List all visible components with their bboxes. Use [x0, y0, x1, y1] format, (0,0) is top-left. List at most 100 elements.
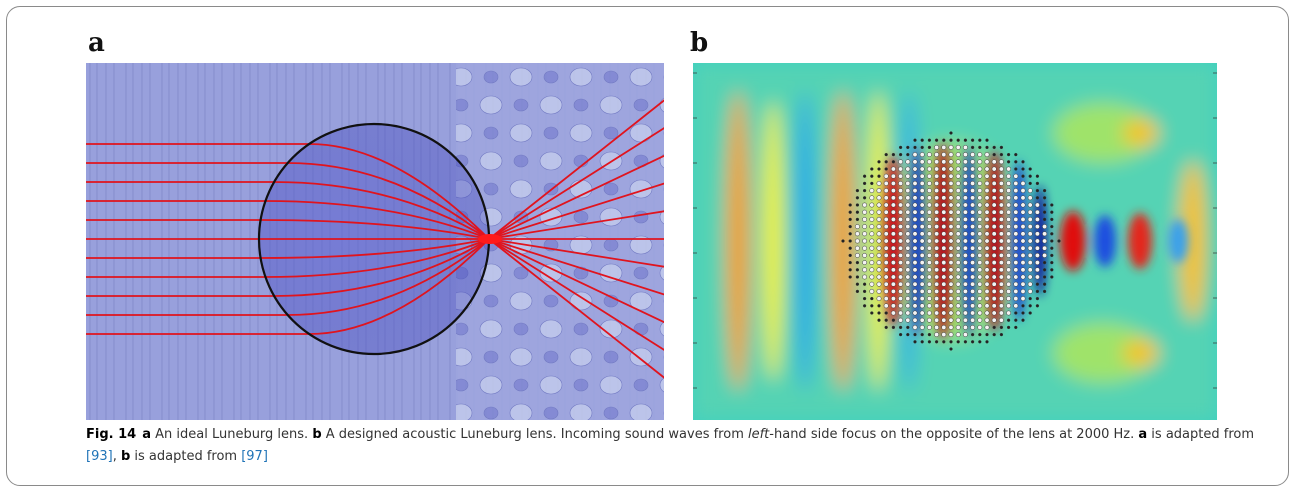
reference-link-97[interactable]: [97] [241, 449, 268, 464]
scatterer-dot [998, 281, 1004, 287]
scatterer-dot [962, 195, 968, 201]
scatterer-dot [941, 188, 947, 194]
scatterer-dot [890, 195, 896, 201]
scatterer-dot [883, 195, 889, 201]
scatterer-dot [970, 324, 976, 330]
scatterer-dot [949, 131, 953, 135]
scatterer-dot [848, 239, 852, 243]
scatterer-dot [883, 252, 889, 258]
scatterer-dot [876, 188, 882, 194]
scatterer-dot [905, 238, 911, 244]
scatterer-dot [905, 296, 911, 302]
scatterer-dot [1013, 224, 1019, 230]
scatterer-dot [920, 145, 924, 150]
scatterer-dot [912, 296, 918, 302]
scatterer-dot [955, 288, 961, 294]
scatterer-dot [862, 209, 868, 215]
scatterer-dot [991, 317, 997, 323]
caption-panel-a-ref: a [142, 427, 151, 442]
scatterer-dot [919, 260, 925, 266]
ray-path [86, 238, 490, 316]
scatterer-dot [905, 216, 911, 222]
scatterer-dot [942, 138, 946, 142]
scatterer-dot [906, 332, 910, 337]
scatterer-dot [869, 281, 875, 287]
scatterer-dot [941, 252, 947, 258]
scatterer-dot [1006, 160, 1011, 164]
scatterer-dot [1013, 288, 1019, 294]
scatterer-dot [905, 245, 911, 251]
scatterer-dot [1050, 253, 1054, 258]
scatterer-dot [1027, 202, 1033, 208]
scatterer-dot [955, 202, 961, 208]
scatterer-dot [855, 282, 860, 286]
scatterer-dot [1027, 274, 1033, 280]
ray-path [488, 210, 664, 240]
scatterer-dot [1006, 202, 1012, 208]
scatterer-dot [876, 274, 882, 280]
scatterer-dot [998, 188, 1004, 194]
scatterer-dot [869, 260, 875, 266]
scatterer-dot [1013, 281, 1019, 287]
scatterer-dot [948, 180, 954, 186]
scatterer-dot [1027, 209, 1033, 215]
scatterer-dot [869, 288, 875, 294]
scatterer-dot [948, 224, 954, 230]
scatterer-dot [970, 216, 976, 222]
scatterer-dot [962, 216, 968, 222]
scatterer-dot [1042, 238, 1048, 244]
scatterer-dot [919, 231, 925, 237]
scatterer-dot [1013, 238, 1019, 244]
scatterer-dot [984, 245, 990, 251]
scatterer-dot [934, 173, 940, 179]
scatterer-dot [1042, 260, 1047, 265]
scatterer-dot [890, 166, 896, 172]
scatterer-dot [941, 310, 947, 316]
scatterer-dot [876, 267, 882, 273]
scatterer-dot [948, 288, 954, 294]
scatterer-dot [977, 224, 983, 230]
scatterer-dot [1027, 188, 1033, 194]
scatterer-dot [919, 267, 925, 273]
scatterer-dot [1042, 203, 1047, 207]
scatterer-dot [985, 340, 989, 344]
scatterer-dot [1013, 274, 1019, 280]
scatterer-dot [998, 202, 1004, 208]
scatterer-dot [926, 260, 932, 266]
scatterer-dot [934, 267, 940, 273]
scatterer-dot [854, 238, 860, 244]
scatterer-dot [977, 281, 983, 287]
scatterer-dot [1027, 252, 1033, 258]
scatterer-dot [984, 202, 990, 208]
caption-panel-b-ref: b [312, 427, 322, 442]
scatterer-dot [934, 324, 940, 330]
scatterer-dot [905, 310, 911, 316]
scatterer-dot [1028, 167, 1032, 171]
scatterer-dot [919, 216, 925, 222]
scatterer-dot [1006, 296, 1012, 302]
scatterer-dot [1035, 289, 1040, 294]
scatterer-dot [876, 296, 882, 302]
reference-link-93[interactable]: [93] [86, 449, 113, 464]
scatterer-dot [1013, 260, 1019, 266]
scatterer-dot [890, 274, 896, 280]
scatterer-dot [955, 252, 961, 258]
scatterer-dot [926, 180, 932, 186]
scatterer-dot [941, 245, 947, 251]
scatterer-dot [962, 296, 968, 302]
scatterer-dot [998, 245, 1004, 251]
scatterer-dot [1042, 196, 1047, 200]
scatterer-dot [1027, 288, 1033, 294]
scatterer-dot [1006, 216, 1012, 222]
scatterer-dot [962, 144, 968, 150]
scatterer-dot [862, 252, 868, 258]
scatterer-dot [955, 238, 961, 244]
scatterer-dot [955, 166, 961, 172]
scatterer-dot [876, 281, 882, 287]
scatterer-dot [984, 274, 990, 280]
scatterer-dot [948, 209, 954, 215]
scatterer-dot [1035, 196, 1040, 200]
scatterer-dot [898, 332, 903, 337]
scatterer-dot [956, 138, 960, 142]
